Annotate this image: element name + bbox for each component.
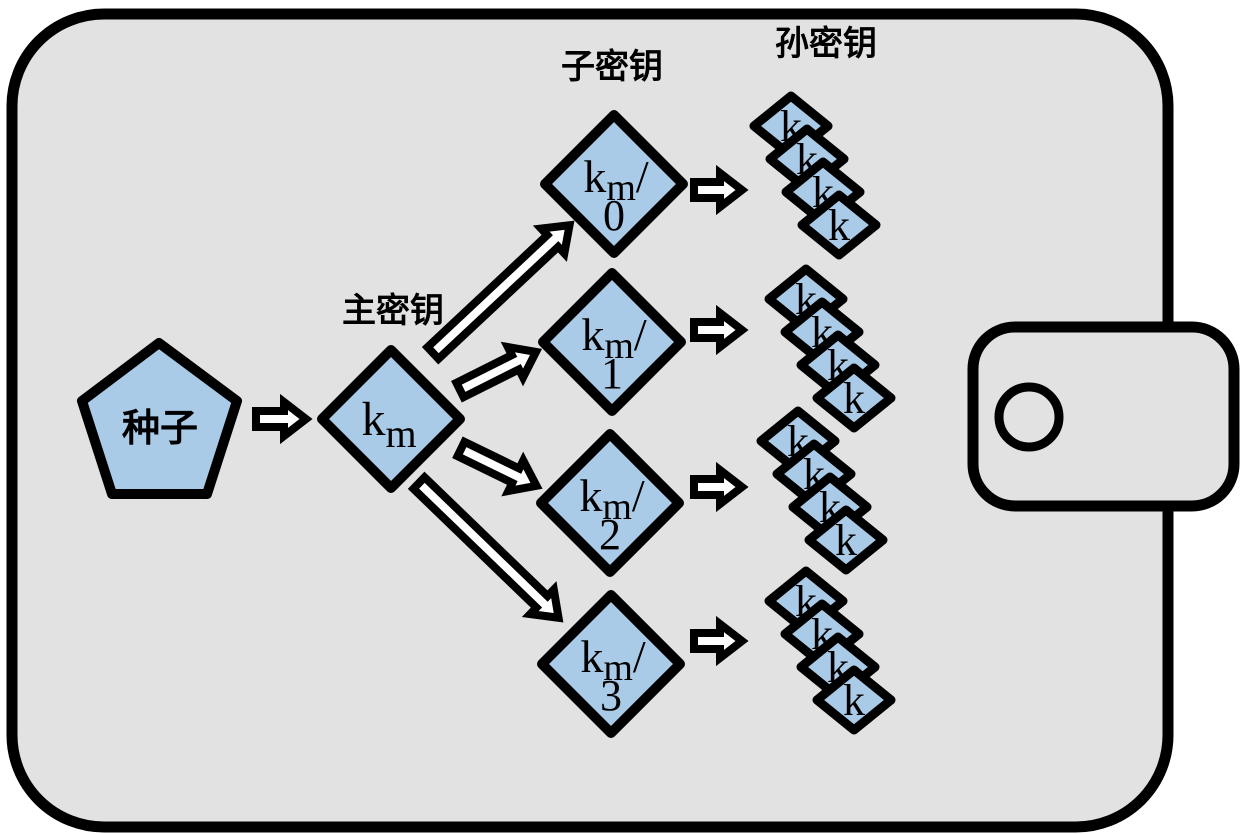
grandchild-key-diamond (812, 363, 896, 433)
seed-node: 种子 (77, 338, 242, 499)
child-key-node-1: km/ 1 (538, 268, 686, 416)
child-key-index-2: 2 (599, 510, 621, 559)
master-key-text: km (361, 393, 416, 456)
wallet-clasp (967, 321, 1240, 512)
clasp-button-icon (994, 382, 1064, 452)
arrow-child-0-to-grandchildren-icon (690, 164, 749, 216)
child-key-node-2: km/ 2 (536, 429, 684, 577)
grandchild-key-diamond (804, 505, 888, 575)
grandchild-key-text: k (828, 201, 850, 250)
arrow-seed-to-master-icon (252, 393, 313, 445)
child-key-diamond-2 (536, 429, 684, 577)
arrow-child-3-to-grandchildren-icon (690, 615, 749, 667)
seed-pentagon (77, 338, 242, 499)
grandchild-key-label: 孙密钥 (775, 24, 877, 63)
arrow-master-to-child-0-icon (421, 220, 575, 365)
grandchild-stack-1: k k k k (764, 264, 896, 433)
master-key-node: km (317, 345, 465, 493)
child-key-text-0: km/ (583, 151, 649, 209)
child-key-diamond-1 (538, 268, 686, 416)
grandchild-key-text: k (835, 516, 857, 565)
child-key-index-0: 0 (603, 191, 625, 240)
child-key-text-1: km/ (581, 309, 647, 367)
grandchild-key-diamond (797, 190, 881, 260)
child-key-index-3: 3 (600, 671, 622, 720)
arrow-master-to-child-3-icon (407, 471, 564, 623)
grandchild-key-text: k (843, 374, 865, 423)
grandchild-key-diamond (812, 665, 896, 735)
child-key-node-3: km/ 3 (537, 590, 685, 738)
grandchild-stack-3: k k k k (764, 566, 896, 735)
grandchild-key-text: k (843, 676, 865, 725)
arrow-child-2-to-grandchildren-icon (690, 461, 749, 513)
child-key-node-0: km/ 0 (540, 110, 688, 258)
arrow-master-to-child-2-icon (452, 436, 543, 497)
arrow-child-1-to-grandchildren-icon (690, 304, 749, 356)
child-key-diamond-0 (540, 110, 688, 258)
child-key-text-2: km/ (579, 470, 645, 528)
master-key-label: 主密钥 (342, 291, 444, 330)
grandchild-stack-2: k k k k (756, 406, 888, 575)
wallet-clasp-flap (967, 321, 1240, 512)
arrow-master-to-child-1-icon (451, 341, 543, 403)
child-key-diamond-3 (537, 590, 685, 738)
child-key-label: 子密钥 (561, 47, 663, 86)
child-key-text-3: km/ (580, 631, 646, 689)
grandchild-stack-0: k k k k (749, 91, 881, 260)
child-key-index-1: 1 (601, 349, 623, 398)
master-key-diamond (317, 345, 465, 493)
seed-label: 种子 (122, 408, 198, 450)
